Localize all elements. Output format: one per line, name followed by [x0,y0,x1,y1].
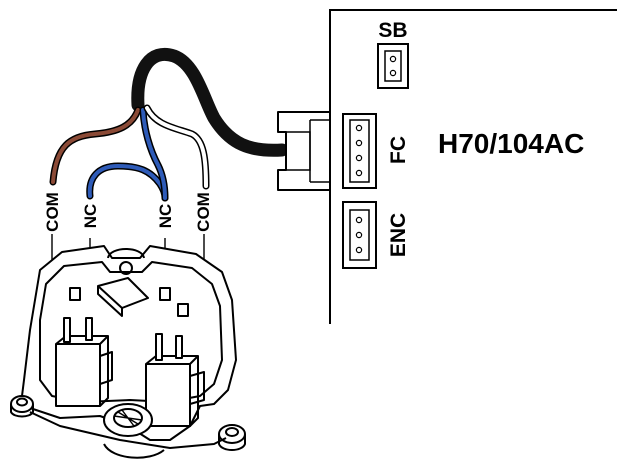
black-cable [131,47,289,157]
enc-connector: ENC [342,201,410,269]
plug [277,111,331,191]
wire-label-com-left: COM [43,192,62,232]
wire-label-nc-left: NC [81,204,100,229]
wire-label-nc-right: NC [156,204,175,229]
limit-switch-assembly [10,245,246,459]
wire-label-com-right: COM [194,192,213,232]
sb-label: SB [378,19,407,42]
enc-label: ENC [387,213,410,257]
fc-connector: FC [342,113,410,189]
sb-connector: SB [377,19,409,89]
control-board [329,9,617,324]
model-label: H70/104AC [438,128,584,159]
wires [49,104,210,202]
fc-label: FC [387,136,410,164]
